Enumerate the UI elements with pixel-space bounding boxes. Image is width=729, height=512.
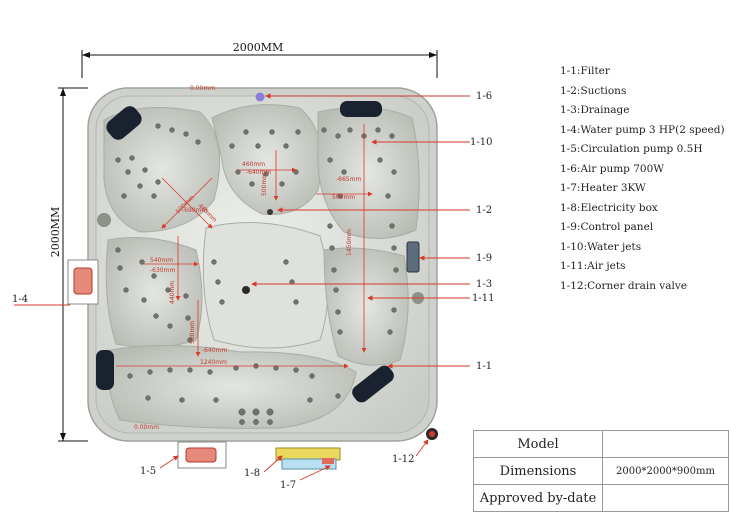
m665-label: -665mm <box>336 176 361 183</box>
legend-item: 1-8:Electricity box <box>560 201 658 214</box>
top-zero-label: 0.00mm <box>190 85 215 92</box>
m500e-label: 500mm <box>189 321 196 344</box>
height-label: 2000MM <box>49 207 62 258</box>
callout-1-4: 1-4 <box>12 294 28 305</box>
legend-item: 1-2:Suctions <box>560 84 627 97</box>
dimensions-label: Dimensions <box>473 457 603 485</box>
legend-item: 1-11:Air jets <box>560 260 626 272</box>
legend-item: 1-9:Control panel <box>560 221 654 233</box>
height-dimension: 2000MM <box>49 87 88 442</box>
m1450-label: 1450mm <box>346 229 353 256</box>
corner-drain-valve <box>426 428 438 440</box>
approved-label: Approved by-date <box>473 484 603 512</box>
callout-1-11: 1-11 <box>472 293 494 304</box>
internal-measurements <box>116 124 373 369</box>
width-dimension: 2000MM <box>81 41 438 78</box>
width-label: 2000MM <box>233 41 284 54</box>
callout-1-6: 1-6 <box>476 91 492 102</box>
m540-label: 540mm <box>150 257 173 264</box>
m1240-label: 1240mm <box>200 359 227 366</box>
title-row-dimensions: Dimensions 2000*2000*900mm <box>473 457 729 485</box>
bottom-zero-label: 0.00mm <box>134 424 159 431</box>
legend-item: 1-5:Circulation pump 0.5H <box>560 143 703 155</box>
dimensions-value: 2000*2000*900mm <box>602 457 729 485</box>
callout-1-3: 1-3 <box>476 279 492 290</box>
circulation-pump-box <box>177 441 227 469</box>
callout-1-9: 1-9 <box>476 253 492 264</box>
callout-1-12: 1-12 <box>392 454 414 465</box>
title-row-model: Model <box>473 430 729 458</box>
title-row-approved: Approved by-date <box>473 484 729 512</box>
callout-1-8: 1-8 <box>244 468 260 479</box>
m460-label: 460mm <box>242 161 265 168</box>
callout-1-2: 1-2 <box>476 205 492 216</box>
m500a-label: 500mm <box>261 173 268 196</box>
callout-1-10: 1-10 <box>470 137 492 148</box>
callout-1-7: 1-7 <box>280 480 296 491</box>
legend-item: 1-1:Filter <box>560 65 610 77</box>
legend-item: 1-6:Air pump 700W <box>560 162 665 175</box>
title-block: Model Dimensions 2000*2000*900mm Approve… <box>473 430 729 512</box>
legend-item: 1-12:Corner drain valve <box>560 279 687 292</box>
water-pump-box <box>67 259 99 305</box>
heater <box>281 458 337 470</box>
m640b-label: -640mm <box>202 347 227 354</box>
m690-label: -690mm <box>182 207 207 214</box>
callout-1-5: 1-5 <box>140 466 156 477</box>
legend-item: 1-4:Water pump 3 HP(2 speed) <box>560 123 725 136</box>
m440-label: 440mm <box>169 281 176 304</box>
component-legend: 1-1:Filter 1-2:Suctions 1-3:Drainage 1-4… <box>560 62 725 296</box>
legend-item: 1-7:Heater 3KW <box>560 182 646 194</box>
legend-item: 1-3:Drainage <box>560 104 630 116</box>
jets-group <box>115 123 399 425</box>
callout-leaders <box>14 93 470 481</box>
approved-value <box>602 484 729 512</box>
legend-item: 1-10:Water jets <box>560 240 642 253</box>
m500b-label: 500mm <box>332 194 355 201</box>
model-label: Model <box>473 430 603 458</box>
callout-1-1: 1-1 <box>476 361 492 372</box>
model-value <box>602 430 729 458</box>
callout-labels: 1-6 1-10 1-2 1-9 1-3 1-11 1-1 1-4 1-5 1-… <box>12 91 494 491</box>
m640a-label: -640mm <box>246 169 271 176</box>
m630-label: -630mm <box>150 267 175 274</box>
spa-tub <box>87 87 438 442</box>
